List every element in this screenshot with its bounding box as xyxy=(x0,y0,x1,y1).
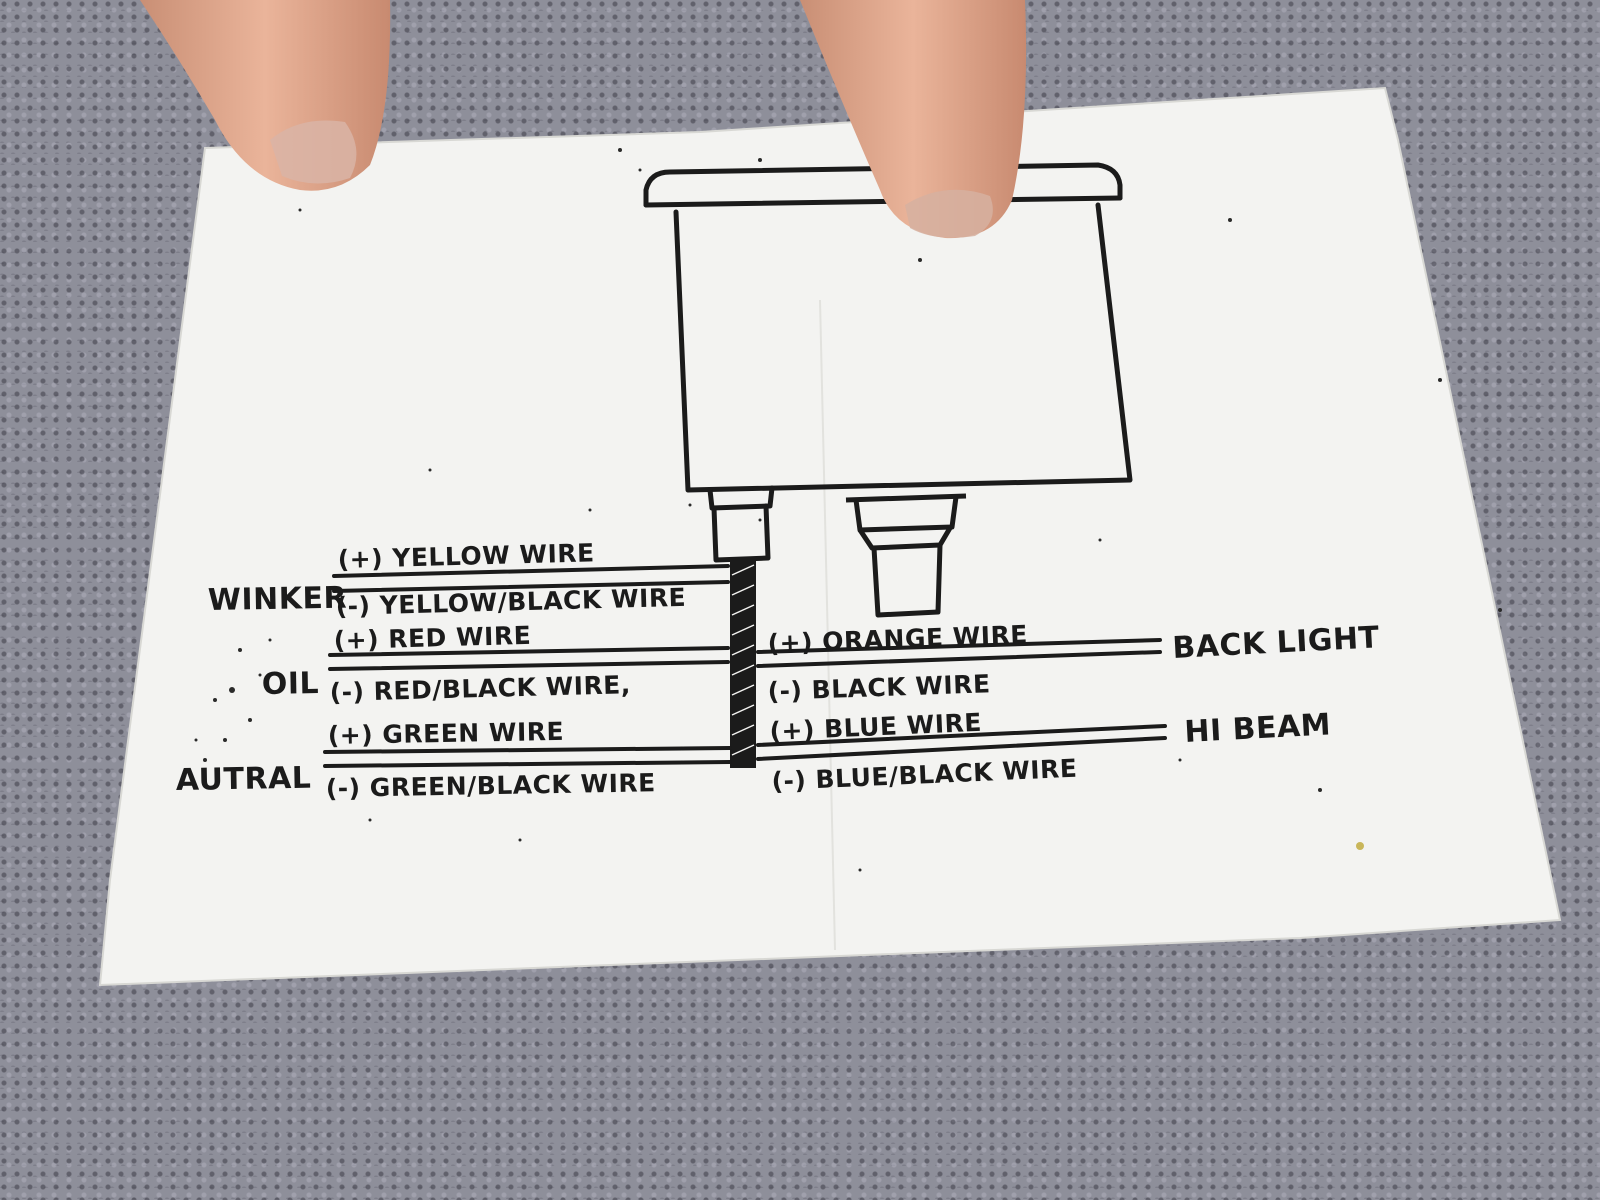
paper-crease xyxy=(819,299,836,951)
bulb-socket-drawing xyxy=(845,493,967,618)
wire-lines xyxy=(323,564,1167,768)
hibeam-label: HI BEAM xyxy=(1184,707,1332,750)
print-speckles xyxy=(194,148,1502,872)
wire-label-red: (+) RED WIRE xyxy=(333,621,531,655)
paper-stain xyxy=(1356,842,1364,850)
paper-sheet xyxy=(98,86,1562,987)
winker-label: WINKER xyxy=(208,581,348,618)
wire-bundle-drawing xyxy=(730,558,756,768)
finger-left xyxy=(140,0,391,191)
neutral-label: AUTRAL xyxy=(176,761,312,798)
wire-label-green-black: (-) GREEN/BLACK WIRE xyxy=(326,768,656,803)
finger-right xyxy=(800,0,1027,239)
wire-label-green: (+) GREEN WIRE xyxy=(328,717,565,750)
oil-label: OIL xyxy=(262,666,320,702)
wire-label-yellow: (+) YELLOW WIRE xyxy=(337,538,595,574)
